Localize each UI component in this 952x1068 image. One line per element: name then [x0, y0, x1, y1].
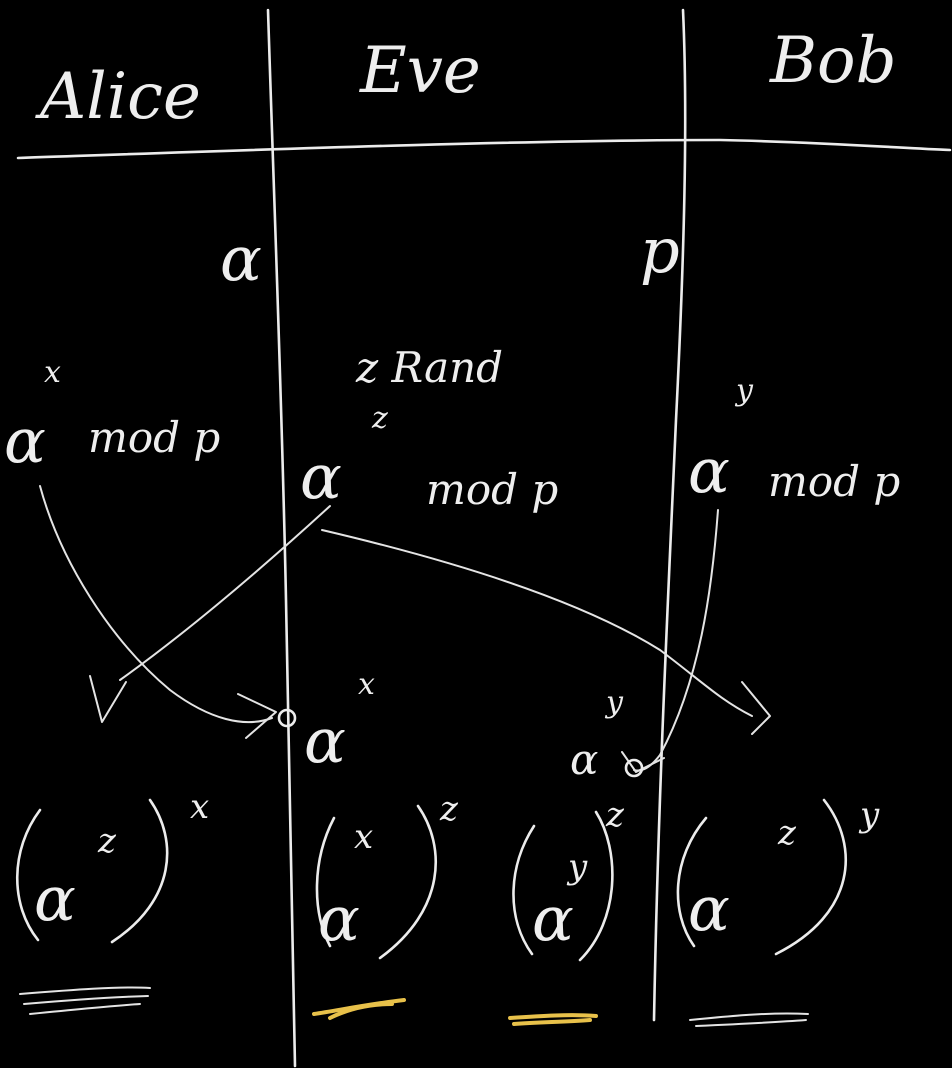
key-alice-base: α — [34, 862, 76, 935]
key-eve-alice-base: α — [318, 882, 360, 955]
public-p: p — [640, 214, 680, 287]
eve-received-from-bob: α y — [570, 685, 624, 784]
key-eve-bob-inner-exp: y — [566, 847, 588, 887]
alice-public-value: α x mod p — [4, 355, 220, 477]
header-bob: Bob — [769, 24, 897, 98]
key-bob-outer-exp: y — [858, 795, 880, 835]
recv-alpha-x-exp: x — [358, 667, 375, 702]
eve-mod-p: mod p — [426, 465, 558, 514]
key-alice-close-paren — [110, 798, 169, 944]
key-bob-close-paren — [774, 798, 847, 956]
divider-alice-eve — [266, 8, 297, 1068]
eve-z-rand: z Rand — [355, 343, 503, 392]
key-eve-alice-close-paren — [378, 804, 437, 960]
recv-alpha-y-base: α — [570, 735, 598, 784]
eve-exp-z: z — [371, 401, 388, 436]
underline-key-bob — [689, 1012, 809, 1027]
bob-public-value: α y mod p — [688, 373, 900, 507]
arrow-eve-to-alice — [119, 505, 331, 681]
bob-mod-p: mod p — [768, 457, 900, 506]
eve-public-value: α z mod p — [300, 401, 558, 514]
bob-exp-y: y — [734, 373, 754, 408]
header-alice: Alice — [35, 60, 201, 134]
key-bob: α z y — [676, 795, 880, 956]
key-bob-inner-exp: z — [777, 813, 797, 853]
key-bob-open-paren — [676, 816, 708, 948]
underline-key-eve-alice — [312, 998, 406, 1020]
key-eve-alice: α x z — [315, 789, 459, 960]
key-bob-base: α — [688, 872, 730, 945]
key-eve-alice-outer-exp: z — [439, 789, 459, 829]
eve-received-from-alice: α x — [304, 667, 375, 777]
bob-alpha: α — [688, 434, 730, 507]
public-alpha: α — [220, 222, 262, 295]
key-eve-bob-base: α — [532, 882, 574, 955]
key-eve-bob-outer-exp: z — [605, 795, 625, 835]
key-eve-alice-inner-exp: x — [354, 817, 373, 857]
alice-mod-p: mod p — [88, 413, 220, 462]
arrowhead-eve-to-alice — [89, 675, 127, 723]
underline-key-alice — [19, 986, 151, 1015]
underline-key-eve-bob — [508, 1013, 598, 1026]
key-eve-alice-open-paren — [315, 816, 336, 948]
header-eve: Eve — [359, 34, 481, 108]
key-alice-inner-exp: z — [97, 821, 117, 861]
key-alice-open-paren — [16, 808, 42, 942]
alice-exp-x: x — [44, 355, 61, 390]
arrow-eve-to-bob — [321, 529, 753, 717]
divider-eve-bob — [652, 8, 687, 1022]
arrow-bob-to-eve — [633, 509, 719, 772]
arrowhead-alice-to-eve — [237, 693, 277, 739]
alice-alpha: α — [4, 404, 46, 477]
key-eve-bob-open-paren — [512, 824, 536, 956]
eve-alpha: α — [300, 440, 342, 513]
intercept-point-bob — [624, 758, 644, 778]
key-alice-outer-exp: x — [190, 787, 209, 827]
key-eve-bob-close-paren — [578, 810, 614, 962]
arrowhead-eve-to-bob — [741, 681, 771, 735]
recv-alpha-x-base: α — [304, 704, 346, 777]
header-underline — [16, 138, 952, 160]
arrow-alice-to-eve — [39, 485, 273, 724]
key-eve-bob: α y z — [512, 795, 625, 962]
key-alice: α z x — [16, 787, 209, 944]
arrowhead-bob-to-eve — [621, 751, 665, 773]
intercept-point-alice — [277, 708, 297, 728]
recv-alpha-y-exp: y — [604, 685, 624, 720]
